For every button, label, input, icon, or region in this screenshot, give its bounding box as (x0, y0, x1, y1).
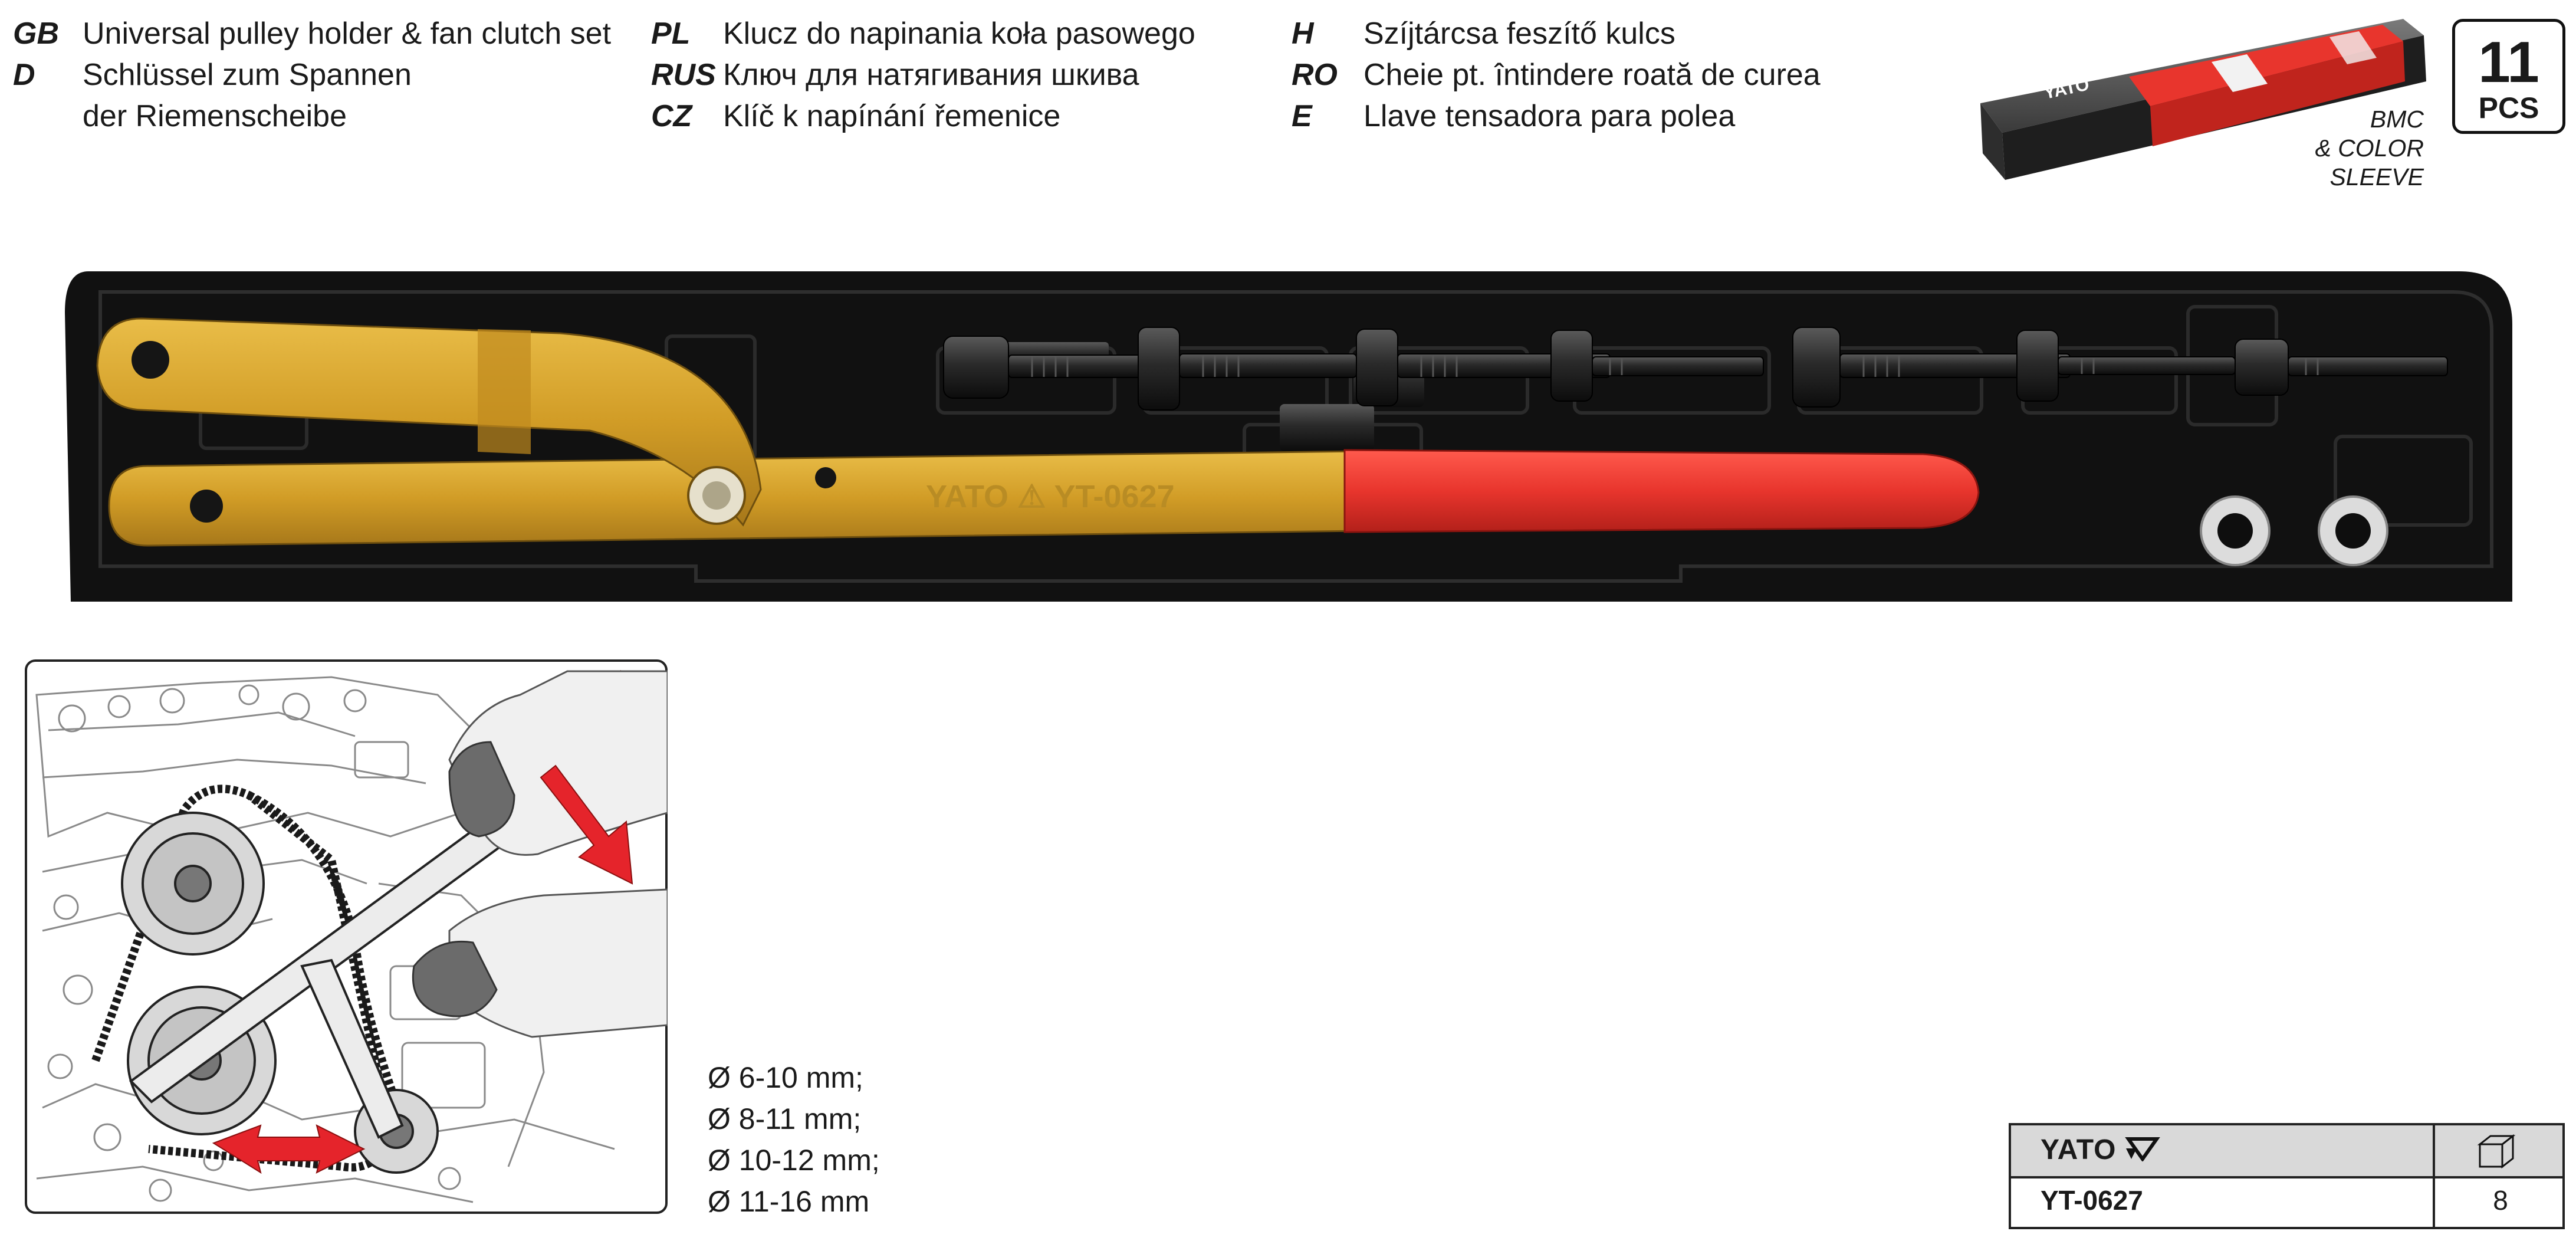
lang-text: Szíjtárcsa feszítő kulcs (1363, 17, 1675, 51)
lang-text: Universal pulley holder & fan clutch set (83, 17, 612, 51)
washers (2200, 495, 2388, 566)
table-header-row (2011, 1125, 2562, 1178)
usage-illustration (25, 659, 668, 1214)
lang-text: Ключ для натягивания шкива (723, 58, 1139, 92)
quantity-value: 8 (2493, 1185, 2508, 1216)
lang-code: E (1292, 99, 1312, 133)
lang-code: CZ (651, 99, 692, 133)
brand-logo: YATO (2041, 1134, 2160, 1166)
lang-text: der Riemenscheibe (83, 99, 347, 133)
lang-text: Schlüssel zum Spannen (83, 58, 412, 92)
lang-text: Llave tensadora para polea (1363, 99, 1736, 133)
size-item: Ø 6-10 mm; (708, 1061, 863, 1094)
packaging-line: BMC (2370, 106, 2424, 133)
product-info-table: YATO YT-0627 8 (2009, 1123, 2565, 1229)
tool-engraving: YATO ⚠ YT-0627 (926, 479, 1175, 514)
lang-text: Klucz do napinania koła pasowego (723, 17, 1195, 51)
packaging-line: & COLOR (2315, 134, 2424, 162)
brand-name: YATO (2041, 1134, 2117, 1166)
tool-tray-image: YATO ⚠ YT-0627 (65, 271, 2512, 602)
adapter-size-list: Ø 6-10 mm; Ø 8-11 mm; Ø 10-12 mm; Ø 11-1… (708, 1057, 880, 1222)
piece-count-badge: 11 PCS (2452, 19, 2565, 134)
packaging-line: SLEEVE (2329, 163, 2424, 191)
size-item: Ø 10-12 mm; (708, 1144, 880, 1177)
lang-code: GB (13, 17, 59, 51)
product-code: YT-0627 (2041, 1185, 2143, 1216)
packaging-caption: BMC & COLOR SLEEVE (2288, 105, 2424, 192)
lang-text: Klíč k napínání řemenice (723, 99, 1061, 133)
lang-code: RUS (651, 58, 716, 92)
lang-text: Cheie pt. întindere roată de curea (1363, 58, 1821, 92)
packaging-sleeve-image: YATO (1980, 19, 2426, 180)
piece-count-label: PCS (2478, 91, 2539, 124)
size-item: Ø 8-11 mm; (708, 1102, 862, 1135)
warning-triangle-icon (2125, 1137, 2160, 1163)
lang-code: D (13, 58, 35, 92)
lang-code: H (1292, 17, 1314, 51)
lang-code: RO (1292, 58, 1338, 92)
size-item: Ø 11-16 mm (708, 1185, 870, 1218)
box-quantity-icon (2477, 1134, 2516, 1169)
lang-code: PL (651, 17, 691, 51)
piece-count: 11 (2478, 29, 2539, 94)
